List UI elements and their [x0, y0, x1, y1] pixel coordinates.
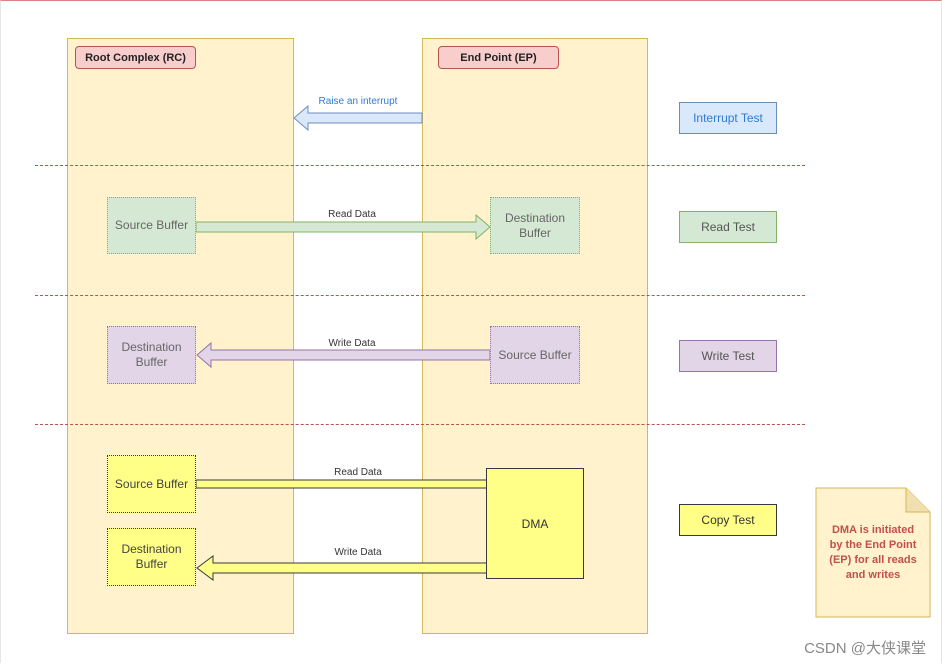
- rc-lane-title: Root Complex (RC): [75, 46, 196, 69]
- read-destination-buffer: Destination Buffer: [490, 197, 580, 254]
- copy-read-label: Read Data: [334, 467, 382, 478]
- write-destination-buffer: Destination Buffer: [107, 326, 196, 384]
- dma-block: DMA: [486, 468, 584, 579]
- copy-source-buffer: Source Buffer: [107, 455, 196, 513]
- interrupt-arrow: [293, 104, 423, 132]
- divider-1: [35, 165, 805, 166]
- copy-destination-buffer: Destination Buffer: [107, 528, 196, 586]
- write-source-buffer: Source Buffer: [490, 326, 580, 384]
- interrupt-label: Raise an interrupt: [318, 96, 398, 107]
- interrupt-test-label: Interrupt Test: [679, 102, 777, 134]
- write-label: Write Data: [328, 338, 376, 349]
- ep-lane-title: End Point (EP): [438, 46, 559, 69]
- divider-2: [35, 295, 805, 296]
- read-test-label: Read Test: [679, 211, 777, 243]
- read-source-buffer: Source Buffer: [107, 197, 196, 254]
- read-arrow: [195, 213, 491, 241]
- watermark: CSDN @大侠课堂: [804, 640, 926, 657]
- read-label: Read Data: [328, 209, 376, 220]
- dma-note-text: DMA is initiated by the End Point (EP) f…: [829, 524, 917, 581]
- write-test-label: Write Test: [679, 340, 777, 372]
- copy-test-label: Copy Test: [679, 504, 777, 536]
- copy-write-label: Write Data: [334, 547, 382, 558]
- write-arrow: [196, 341, 491, 369]
- divider-3: [35, 424, 805, 425]
